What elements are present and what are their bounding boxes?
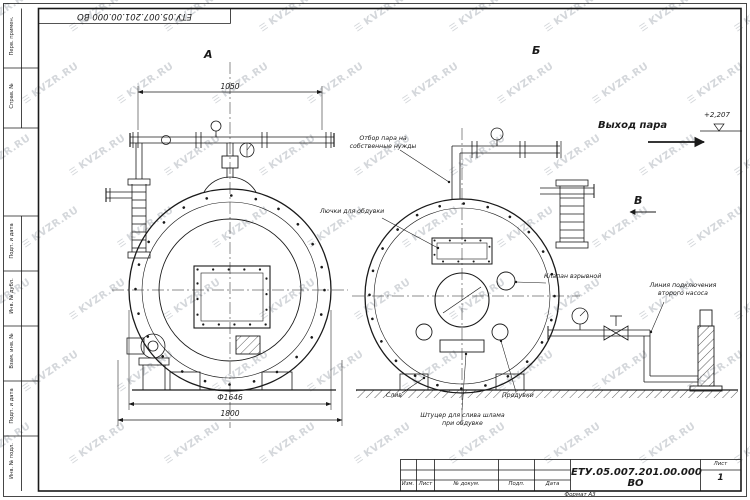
callout-hatches: Лючки для обдувки bbox=[320, 208, 385, 215]
callout-blowdown: Продувки bbox=[502, 392, 534, 399]
tb-sheet-label: Лист bbox=[713, 461, 728, 467]
leader-lines bbox=[381, 149, 665, 411]
dim-base-width: 1800 bbox=[220, 409, 240, 418]
tb-col-list: Лист bbox=[418, 481, 433, 487]
stamp-inv-dubl: Инв. № дубл. bbox=[9, 278, 15, 314]
tb-col-podp: Подп. bbox=[508, 481, 525, 487]
sheet-frame bbox=[3, 3, 747, 497]
elevation-mark-value: +2,207 bbox=[704, 111, 730, 119]
title-block-lines bbox=[400, 459, 742, 492]
callout-steam-out: Выход пара bbox=[598, 120, 668, 131]
callout-drain: Слив bbox=[386, 392, 402, 399]
callout-pump-line-line2: второго насоса bbox=[658, 290, 708, 298]
callout-pump-line-line1: Линия подключения bbox=[649, 282, 717, 289]
format-note: Формат А3 bbox=[564, 492, 596, 498]
stamp-podp-data-1: Подп. и дата bbox=[9, 388, 15, 424]
callout-sludge-line1: Штуцер для слива шлама bbox=[420, 412, 505, 419]
left-view bbox=[105, 62, 348, 428]
callout-sludge-line2: при обдувке bbox=[442, 420, 483, 428]
stamp-sprav-no: Справ. № bbox=[9, 83, 15, 109]
callout-own-needs-line1: Отбор пара на bbox=[359, 135, 407, 142]
right-view bbox=[352, 127, 738, 428]
top-doc-number: ЕТУ.05.007.201.00.000 ВО bbox=[77, 11, 192, 21]
view-label-v: В bbox=[634, 194, 643, 207]
view-label-b: Б bbox=[532, 44, 541, 57]
callout-sludge: Штуцер для слива шлама при обдувке bbox=[405, 412, 520, 428]
stamp-perv-primen: Перв. примен. bbox=[9, 16, 15, 56]
callout-pump-line: Линия подключения второго насоса bbox=[636, 282, 730, 298]
tb-col-data: Дата bbox=[545, 481, 560, 487]
stamp-podp-data-2: Подп. и дата bbox=[9, 223, 15, 259]
tb-sheet-value: 1 bbox=[717, 473, 724, 483]
stamp-inv-podl: Инв. № подл. bbox=[9, 443, 15, 479]
view-label-a: А bbox=[204, 48, 213, 61]
callout-explosion-valve: Клапан взрывной bbox=[544, 273, 602, 280]
callout-own-needs: Отбор пара на собственные нужды bbox=[340, 135, 426, 151]
dim-top-width: 1050 bbox=[220, 82, 240, 91]
direction-symbols bbox=[629, 123, 742, 215]
tb-col-izm: Изм. bbox=[401, 481, 415, 487]
tb-col-docum: № докум. bbox=[453, 481, 480, 487]
dim-shell-diameter: Ф1646 bbox=[217, 393, 243, 402]
title-block-doc-number: ЕТУ.05.007.201.00.000 ВО bbox=[571, 467, 702, 489]
stamp-vzam-inv: Взам. инв. № bbox=[9, 333, 15, 369]
callout-own-needs-line2: собственные нужды bbox=[349, 143, 417, 151]
